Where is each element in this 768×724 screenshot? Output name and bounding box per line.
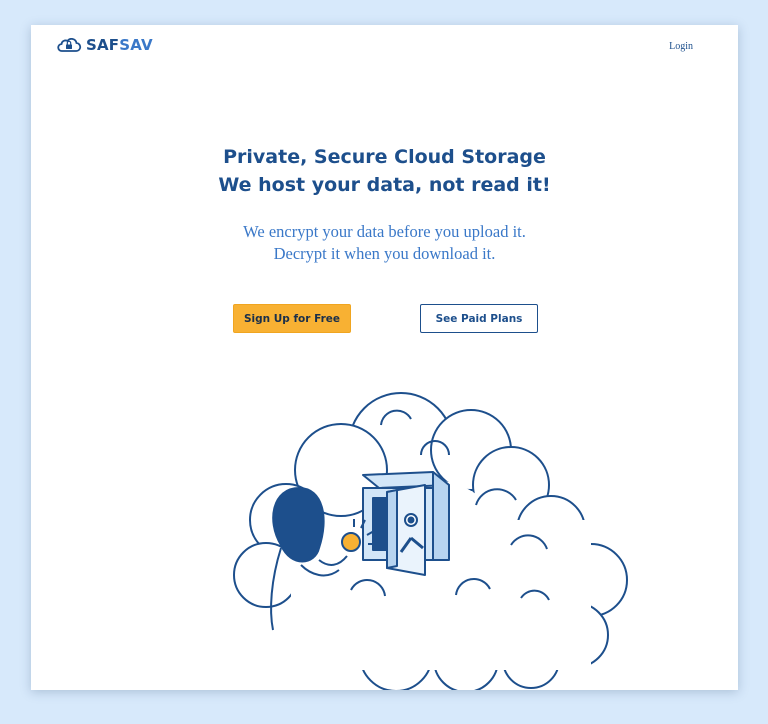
logo-text: SAFSAV — [86, 36, 153, 54]
headline-line-2: We host your data, not read it! — [218, 174, 551, 196]
logo-text-part2: SAV — [119, 36, 153, 54]
login-link[interactable]: Login — [669, 41, 693, 52]
cloud-safe-illustration — [233, 392, 628, 690]
person-illustration — [270, 487, 348, 631]
subheadline: We encrypt your data before you upload i… — [31, 221, 738, 265]
subhead-line-2: Decrypt it when you download it. — [273, 244, 496, 263]
see-paid-plans-button[interactable]: See Paid Plans — [420, 304, 538, 333]
subhead-line-1: We encrypt your data before you upload i… — [243, 222, 526, 241]
coin-icon — [341, 519, 376, 552]
logo-text-part1: SAF — [86, 36, 120, 54]
cloud-lock-icon — [57, 38, 82, 52]
page-card: SAFSAV Login Private, Secure Cloud Stora… — [31, 25, 738, 690]
brand-logo[interactable]: SAFSAV — [56, 36, 153, 54]
page-title: Private, Secure Cloud Storage We host yo… — [31, 143, 738, 199]
safe-icon — [362, 471, 450, 576]
headline-line-1: Private, Secure Cloud Storage — [223, 146, 546, 168]
sign-up-button[interactable]: Sign Up for Free — [233, 304, 351, 333]
